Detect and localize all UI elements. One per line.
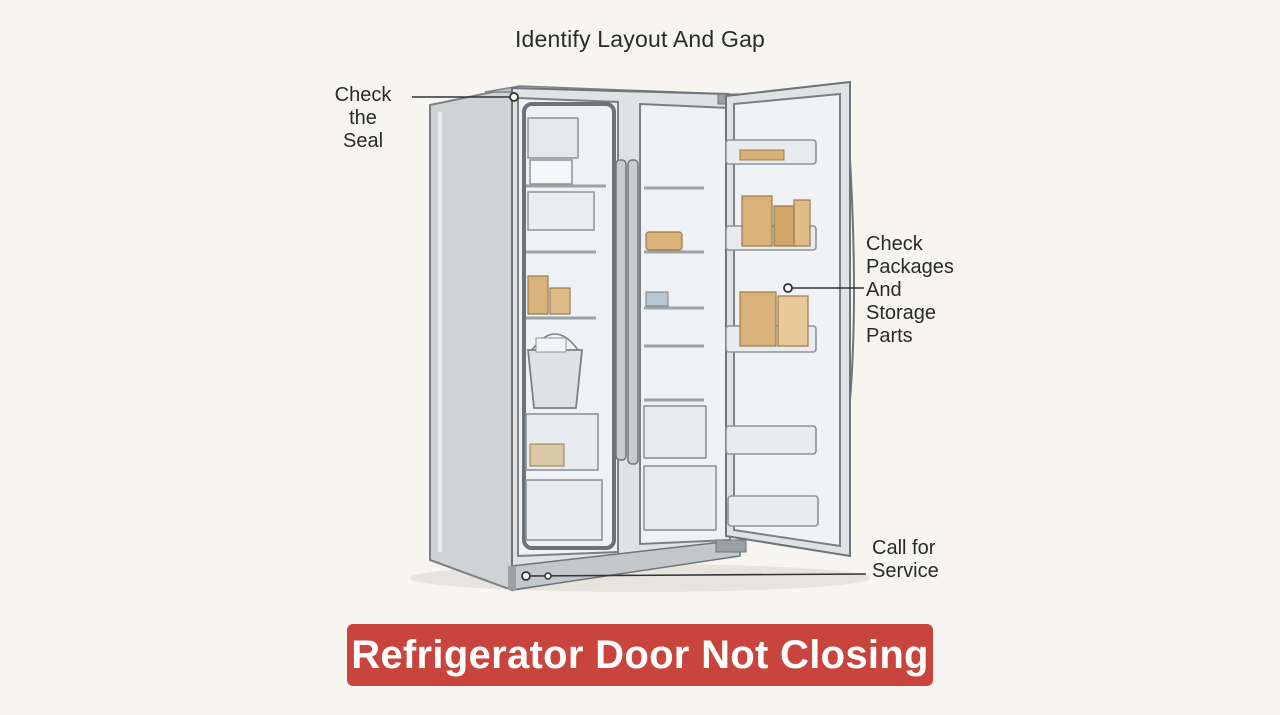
door-bin [725,425,817,455]
callout-check-packages: Check Packages And Storage Parts [866,233,954,347]
callout-call-service: Call for Service [872,537,939,582]
diagram-title: Identify Layout And Gap [514,26,766,52]
seal-marker [509,92,519,102]
freezer-door-seal [522,102,616,550]
callout-check-seal: Check the Seal [334,84,392,152]
freezer-handle [615,159,627,461]
service-marker [521,571,531,581]
freezer-compartment [517,96,619,558]
door-bin [727,495,819,527]
open-refrigerator-door [725,80,855,558]
hinge-bottom [715,539,747,553]
packages-marker [783,283,793,293]
fresh-food-compartment [639,102,731,546]
fridge-handle [627,159,639,465]
title-banner: Refrigerator Door Not Closing [347,624,933,686]
callout-leaders [412,96,867,577]
fridge-side-panel [429,86,513,592]
